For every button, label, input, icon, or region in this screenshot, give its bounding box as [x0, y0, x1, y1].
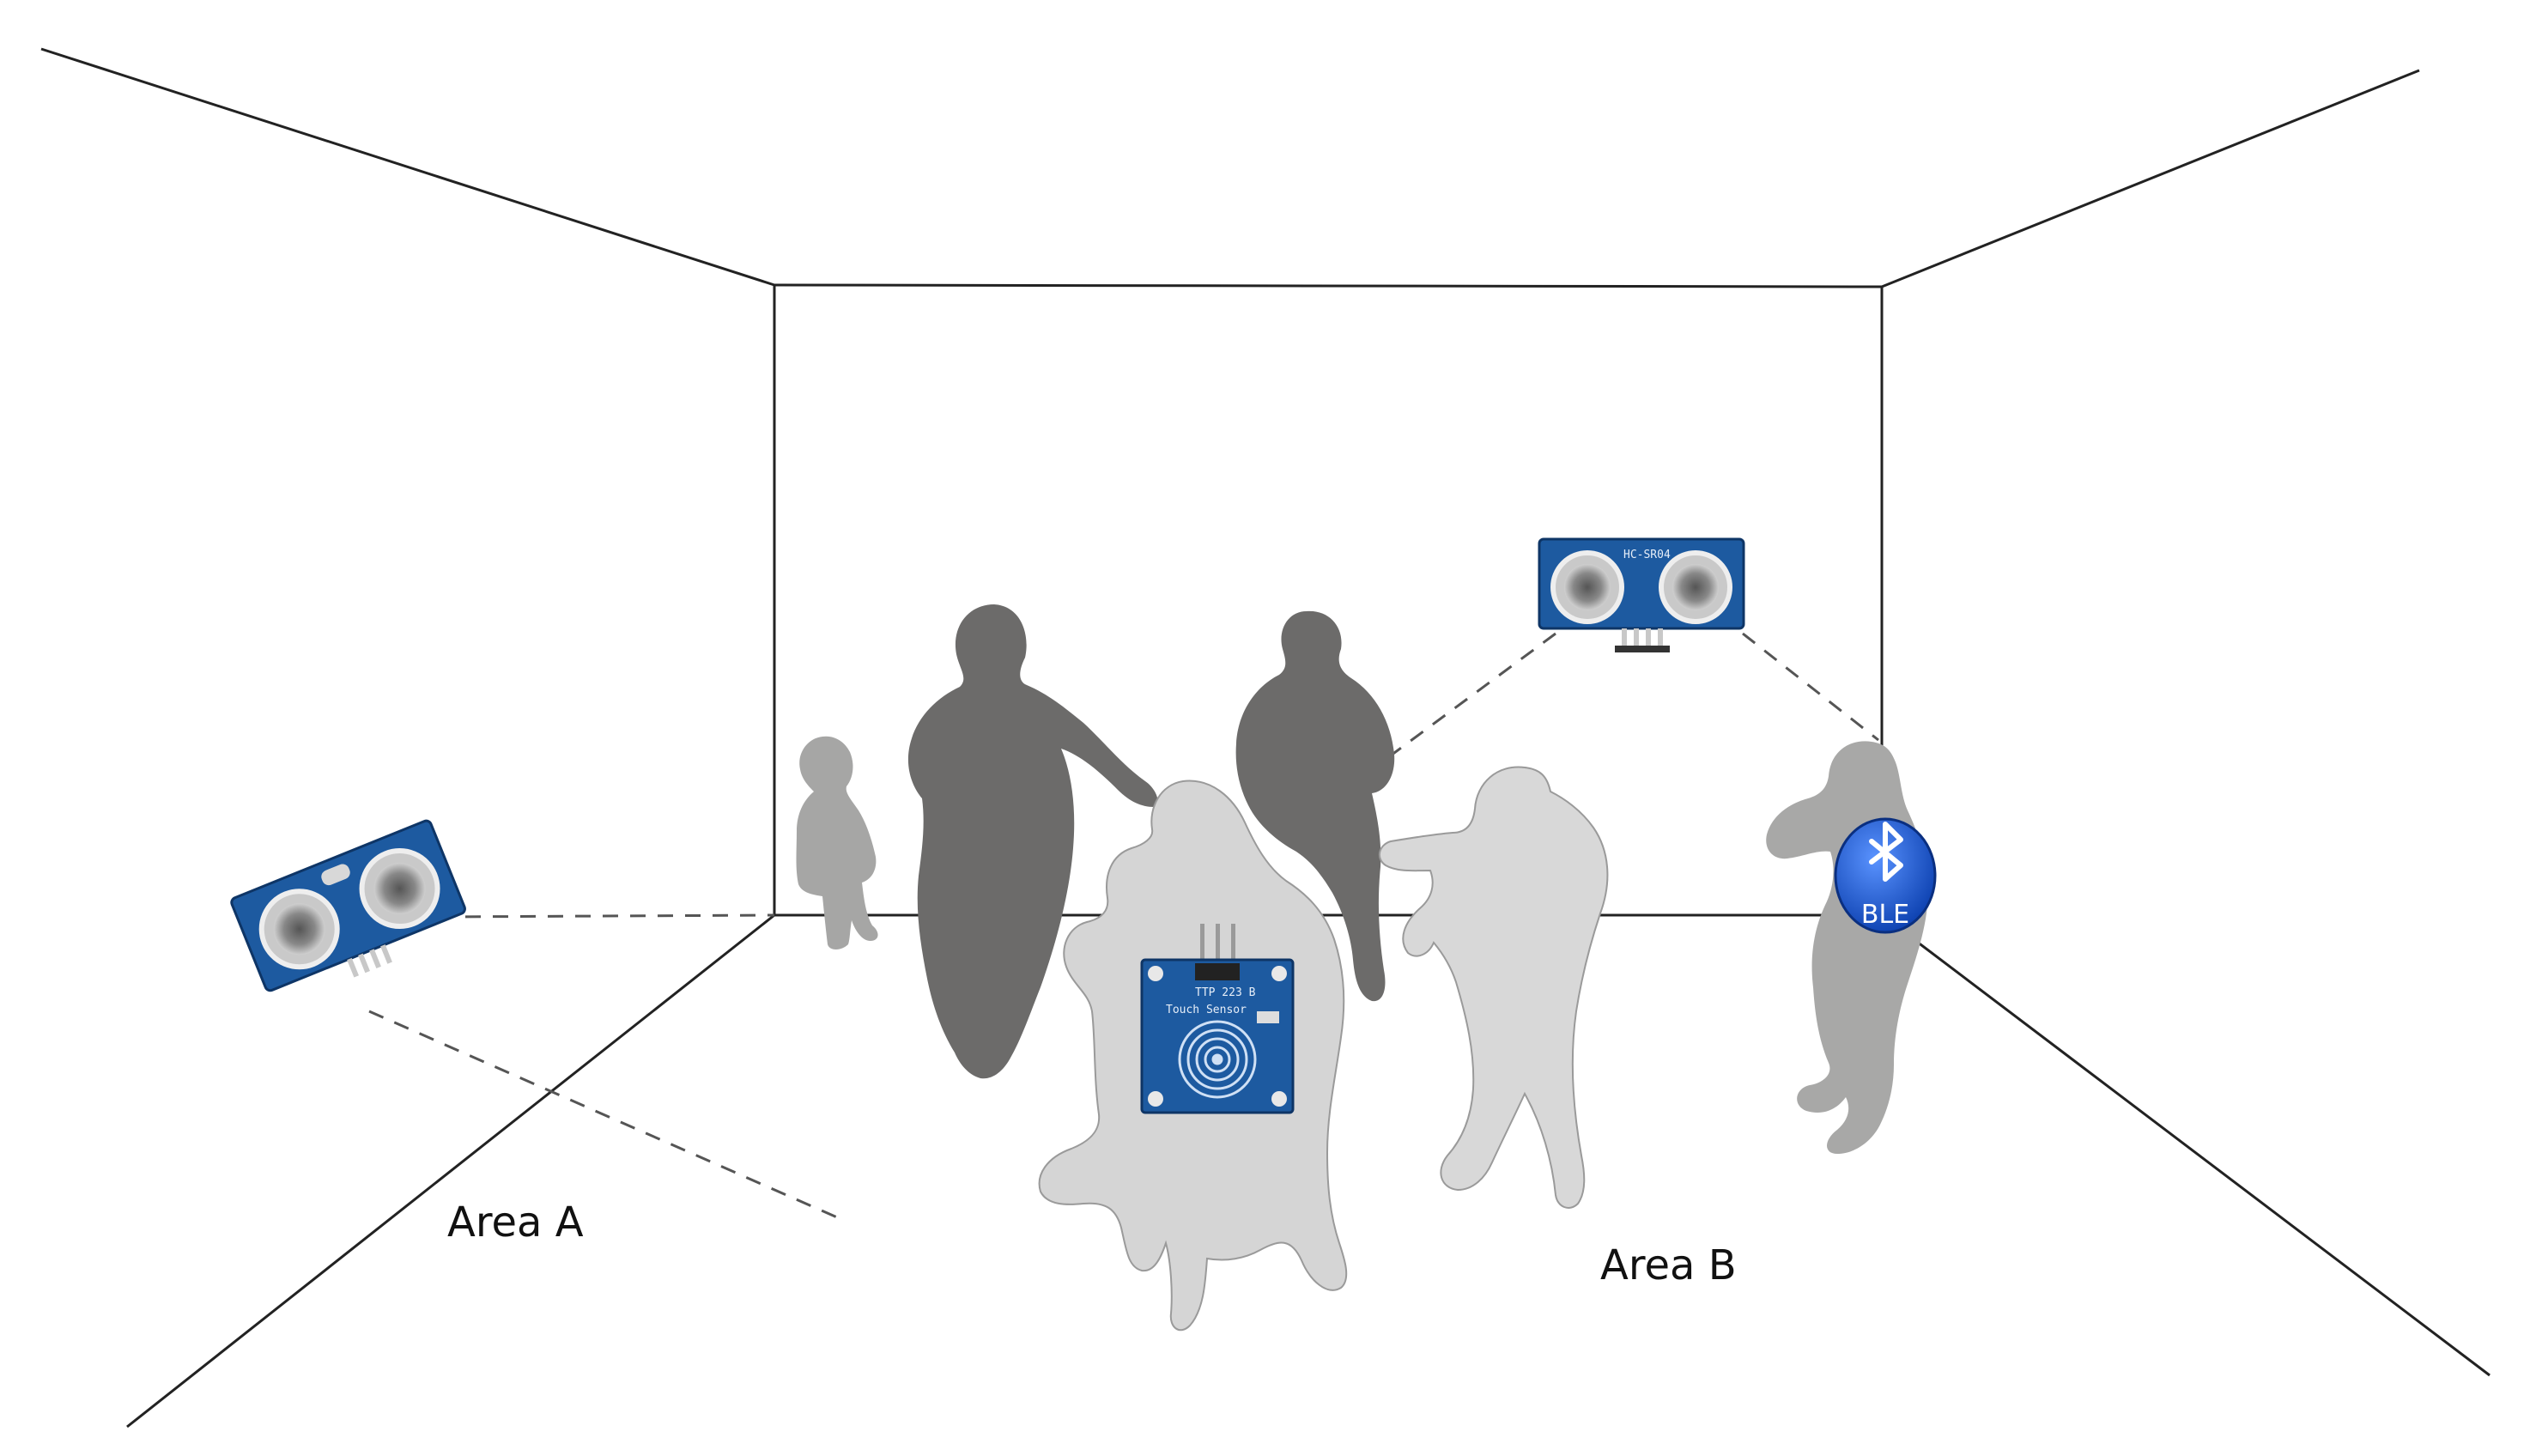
sensor-a-transducer-right-inner [373, 863, 426, 915]
touch-sensor: TTP 223 B Touch Sensor [1140, 924, 1295, 1114]
sensor-a-pins [347, 944, 392, 978]
sensor-a-transducer-left-inner [273, 903, 325, 956]
sensor-a-crystal [321, 864, 350, 886]
adult-silhouette-seated [1235, 610, 1395, 1002]
sensor-b-left-beam [1390, 632, 1556, 757]
back-wall-top-edge [774, 283, 1883, 288]
floor-left-edge [126, 913, 775, 1429]
area-b-label: Area B [1600, 1241, 1737, 1289]
ultrasonic-sensor-b: HC-SR04 [1538, 537, 1745, 652]
child-silhouette-right [1766, 741, 1928, 1154]
ceiling-left-edge [40, 47, 775, 287]
detection-zone-lines [368, 632, 1879, 1219]
ultrasonic-sensor-a [230, 819, 466, 992]
child-silhouette-arms-out [1378, 766, 1609, 1209]
area-a-label: Area A [447, 1198, 584, 1247]
touch-sensor-hole-bl [1148, 1091, 1163, 1107]
touch-sensor-hole-tl [1148, 966, 1163, 981]
child-silhouette-left [796, 736, 878, 949]
touch-sensor-hole-br [1271, 1091, 1287, 1107]
sensor-a-lower-beam [368, 1010, 838, 1219]
floor-right-edge [1881, 913, 2491, 1377]
touch-sensor-header [1195, 963, 1240, 980]
touch-sensor-hole-tr [1271, 966, 1287, 981]
adult-silhouette-dark [907, 604, 1158, 1079]
touch-sensor-name: Touch Sensor [1166, 1004, 1247, 1016]
sensor-b-chip-label: HC-SR04 [1623, 549, 1671, 561]
ceiling-right-edge [1881, 69, 2420, 288]
touch-sensor-chip-label: TTP 223 B [1195, 986, 1256, 999]
sensor-a-upper-beam [437, 913, 775, 919]
touch-pad-icon [1178, 1020, 1257, 1099]
sensor-b-transducer-right-inner [1672, 564, 1719, 610]
touch-sensor-pins [1200, 924, 1235, 962]
bluetooth-icon [1869, 822, 1903, 882]
sensor-b-transducer-left-inner [1564, 564, 1611, 610]
sensor-b-right-beam [1742, 632, 1879, 742]
sensor-b-pins [1615, 628, 1670, 652]
touch-sensor-smd [1257, 1011, 1279, 1023]
ble-badge-label: BLE [1861, 900, 1909, 930]
touch-sensor-board [1140, 958, 1295, 1114]
ble-tag: BLE [1834, 817, 1937, 934]
